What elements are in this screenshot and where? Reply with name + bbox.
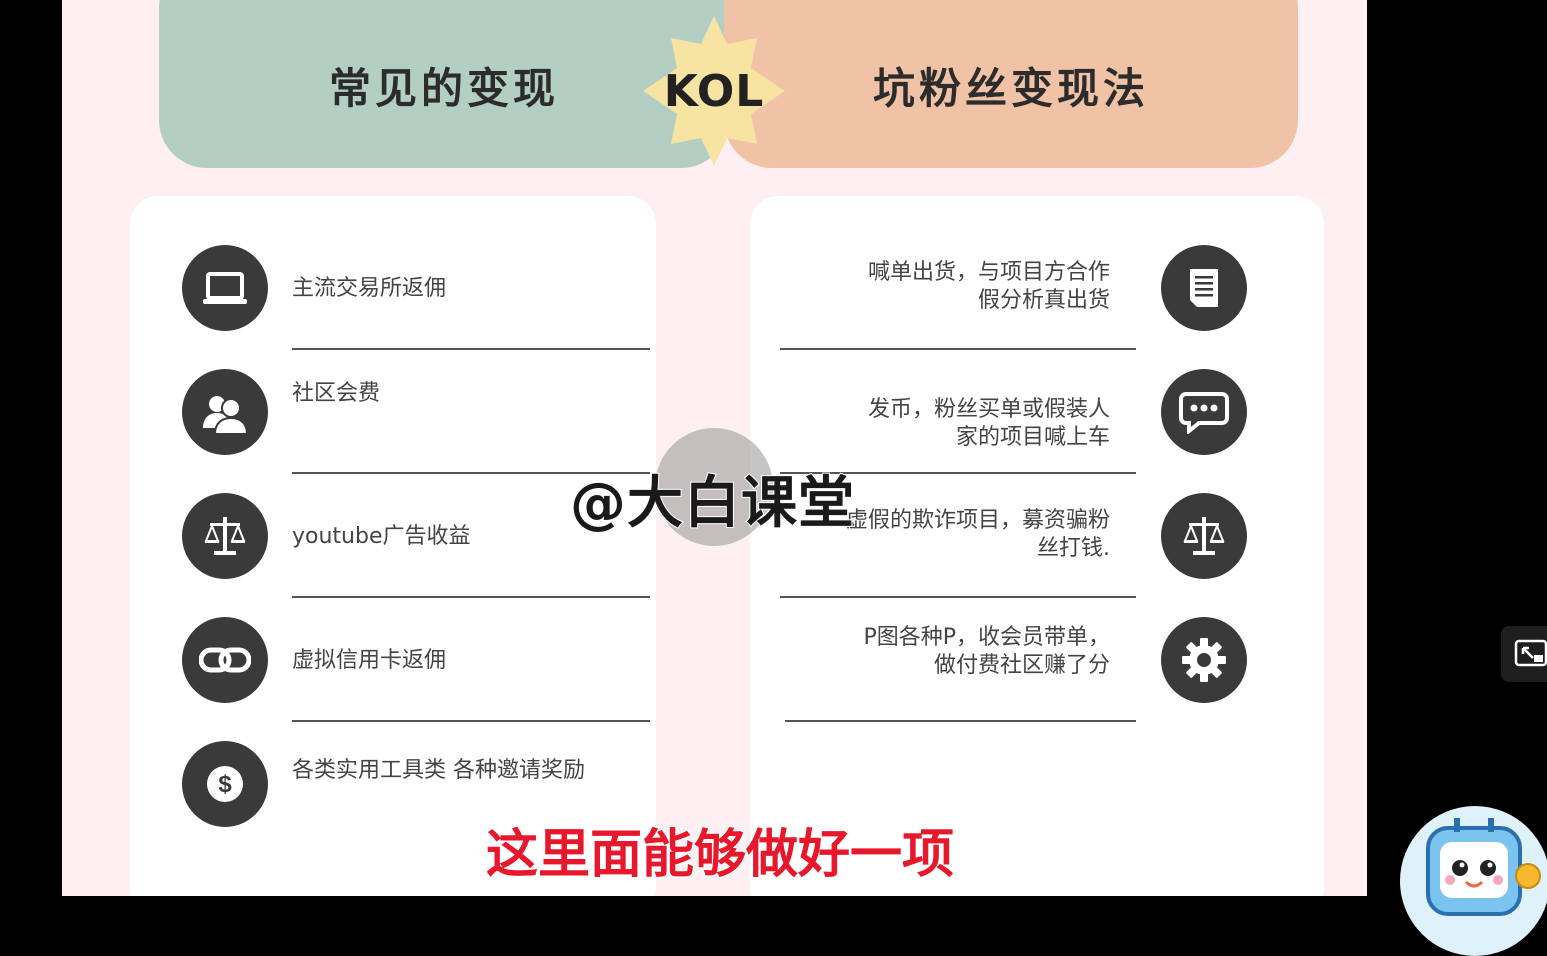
pip-icon [1514,639,1547,667]
left-item-text: 社区会费 [292,381,381,406]
divider [780,348,1136,350]
list-item: 发币，粉丝买单或假装人 家的项目喊上车 [750,320,1324,474]
kol-badge: KOL [639,16,789,166]
mascot-avatar[interactable] [1400,806,1547,956]
right-card: 喊单出货，与项目方合作 假分析真出货 发币，粉丝买单或假装人 家的项目喊上车 虚… [750,196,1324,896]
right-item-text: 发币，粉丝买单或假装人 家的项目喊上车 [867,397,1110,450]
right-item-text: 喊单出货，与项目方合作 假分析真出货 [867,260,1110,313]
divider [785,720,1136,722]
left-header-pill: 常见的变现 [159,0,729,168]
left-header-title: 常见的变现 [328,64,559,113]
watermark-circle [655,428,773,546]
divider [292,472,650,474]
list-item: 虚拟信用卡返佣 [130,568,656,722]
list-item: 社区会费 [130,320,656,474]
right-header-pill: 坑粉丝变现法 [724,0,1298,168]
list-item: P图各种P，收会员带单， 做付费社区赚了分 [750,568,1324,722]
list-item: 喊单出货，与项目方合作 假分析真出货 [750,196,1324,350]
divider [780,596,1136,598]
list-item: youtube广告收益 [130,444,656,598]
video-subtitle: 这里面能够做好一项 [484,824,955,887]
users-icon [182,369,268,455]
left-card: 主流交易所返佣 社区会费 youtube广告收益 虚拟信用卡返佣 [130,196,656,896]
dollar-icon: $ [182,741,268,827]
left-item-text: 主流交易所返佣 [292,276,447,301]
divider [780,472,1136,474]
robot-mascot-icon [1426,818,1541,916]
link-icon [182,617,268,703]
chat-icon [1161,369,1247,455]
list-item: $ 各类实用工具类 各种邀请奖励 [130,692,656,827]
svg-text:$: $ [218,771,232,798]
slide: 常见的变现 坑粉丝变现法 KOL 主流交易所返佣 社区会费 [62,0,1367,896]
right-header-title: 坑粉丝变现法 [872,64,1149,113]
kol-badge-label: KOL [663,65,765,117]
left-item-text: youtube广告收益 [292,524,471,549]
list-item: 主流交易所返佣 [130,196,656,350]
scale-icon [1161,493,1247,579]
watermark-text: @大白课堂 [569,470,855,537]
picture-in-picture-button[interactable] [1501,626,1547,682]
right-item-text: P图各种P，收会员带单， 做付费社区赚了分 [863,625,1110,678]
gear-icon [1161,617,1247,703]
divider [292,348,650,350]
left-item-text: 各类实用工具类 各种邀请奖励 [292,758,585,783]
starburst-shape [643,16,785,166]
scale-icon [182,493,268,579]
divider [292,720,650,722]
laptop-icon [182,245,268,331]
left-item-text: 虚拟信用卡返佣 [292,648,447,673]
divider [292,596,650,598]
document-icon [1161,245,1247,331]
right-item-text: 虚假的欺诈项目，募资骗粉 丝打钱. [845,508,1110,561]
list-item: 虚假的欺诈项目，募资骗粉 丝打钱. [750,444,1324,598]
